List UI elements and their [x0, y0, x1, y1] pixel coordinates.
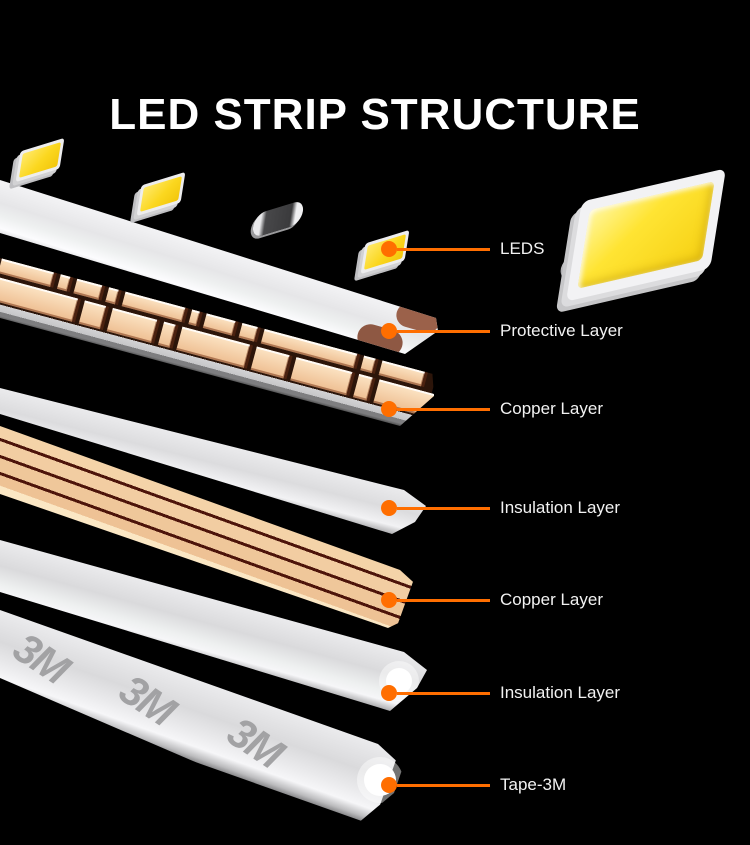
leader-line — [397, 783, 490, 787]
callout-protective-layer: Protective Layer — [381, 321, 623, 341]
tape-brand-logo: 3M — [111, 665, 183, 735]
tape-brand-logo: 3M — [219, 707, 291, 777]
callout-tape-3m: Tape-3M — [381, 775, 566, 795]
callout-insulation-layer-bottom: Insulation Layer — [381, 683, 620, 703]
layer-label: Copper Layer — [500, 590, 604, 609]
layer-label: Insulation Layer — [500, 498, 621, 517]
led-chip — [15, 137, 65, 183]
led-package-large — [565, 168, 727, 302]
layer-label: Copper Layer — [500, 399, 604, 418]
layer-label: LEDS — [500, 239, 545, 258]
callout-leds: LEDS — [381, 239, 544, 259]
leader-line — [397, 506, 490, 510]
leader-dot-icon — [381, 777, 397, 793]
led-phosphor-surface — [577, 181, 715, 289]
resistor-chip — [251, 199, 305, 239]
leader-dot-icon — [381, 685, 397, 701]
page-title: LED STRIP STRUCTURE — [109, 90, 641, 140]
leader-line — [397, 407, 490, 411]
leader-dot-icon — [381, 323, 397, 339]
callout-insulation-layer-top: Insulation Layer — [381, 498, 620, 518]
callout-copper-layer-bottom: Copper Layer — [381, 590, 603, 610]
led-chip — [136, 171, 186, 217]
layer-label: Protective Layer — [500, 321, 623, 340]
tape-brand-logo: 3M — [5, 623, 77, 693]
callout-copper-layer-top: Copper Layer — [381, 399, 603, 419]
leader-line — [397, 598, 490, 602]
layer-label: Insulation Layer — [500, 683, 621, 702]
leader-dot-icon — [381, 500, 397, 516]
leader-line — [397, 247, 490, 251]
layer-label: Tape-3M — [500, 775, 567, 794]
leader-dot-icon — [381, 241, 397, 257]
leader-dot-icon — [381, 401, 397, 417]
leader-line — [397, 329, 490, 333]
leader-dot-icon — [381, 592, 397, 608]
leader-line — [397, 691, 490, 695]
